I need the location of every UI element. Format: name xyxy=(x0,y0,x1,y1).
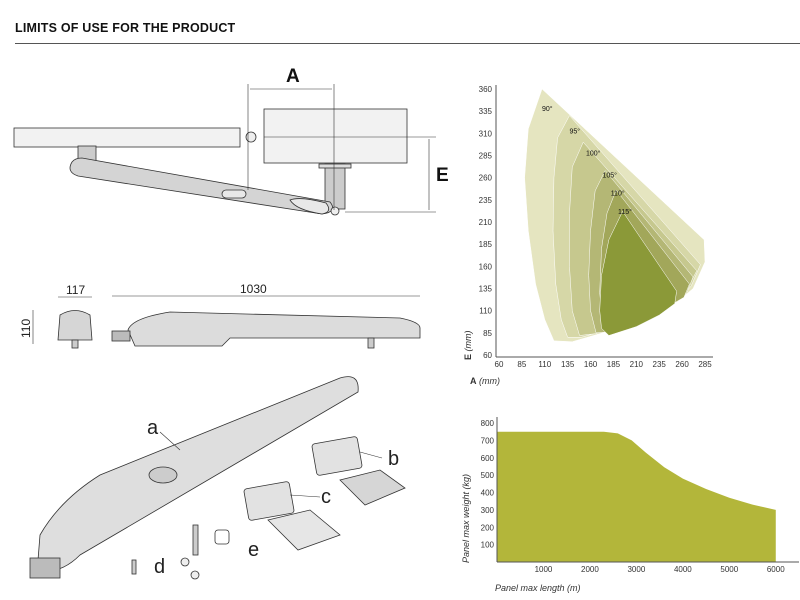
height-110-label: 110 xyxy=(19,319,33,338)
y-tick-label: 200 xyxy=(481,523,495,532)
width-117-label: 117 xyxy=(66,283,85,297)
y-tick-label: 500 xyxy=(481,471,495,480)
part-a-label: a xyxy=(147,417,159,439)
x-tick-label: 2000 xyxy=(581,565,599,574)
y-tick-label: 285 xyxy=(479,152,493,161)
x-axis-label: A (mm) xyxy=(470,376,500,386)
x-tick-label: 6000 xyxy=(767,565,785,574)
part-e-label: e xyxy=(248,539,259,561)
region-100deg xyxy=(569,141,698,336)
part-b-label: b xyxy=(388,448,399,470)
x-tick-label: 1000 xyxy=(535,565,553,574)
title-divider xyxy=(15,43,800,44)
region-110deg xyxy=(599,189,690,331)
x-tick-label: 210 xyxy=(630,360,644,369)
y-tick-label: 110 xyxy=(479,307,492,316)
y-tick-label: 600 xyxy=(481,454,495,463)
y-tick-label: 700 xyxy=(481,436,495,445)
x-tick-label: 4000 xyxy=(674,565,692,574)
region-105deg xyxy=(588,170,694,334)
y-tick-label: 160 xyxy=(479,262,493,271)
angle-label: 90° xyxy=(542,105,553,113)
y-tick-label: 135 xyxy=(479,285,493,294)
side-view xyxy=(111,295,421,349)
dimension-A-label: A xyxy=(286,66,300,87)
y-tick-label: 235 xyxy=(479,196,493,205)
part-d-label: d xyxy=(154,556,165,578)
x-tick-label: 185 xyxy=(607,360,621,369)
dimension-E-label: E xyxy=(436,165,449,186)
angle-label: 105° xyxy=(602,172,617,180)
y-tick-label: 260 xyxy=(479,174,493,183)
x-tick-label: 260 xyxy=(675,360,689,369)
y-tick-label: 310 xyxy=(479,129,493,138)
x-tick-label: 60 xyxy=(495,360,504,369)
x-tick-label: 3000 xyxy=(627,565,645,574)
y-tick-label: 185 xyxy=(479,240,493,249)
angle-label: 95° xyxy=(569,127,580,135)
exploded-parts-view xyxy=(29,376,406,580)
angle-label: 110° xyxy=(611,189,625,197)
length-1030-label: 1030 xyxy=(240,282,267,296)
y-tick-label: 800 xyxy=(481,419,495,428)
installation-plan-view xyxy=(13,84,436,216)
y-axis-label: Panel max weight (kg) xyxy=(461,474,471,563)
region-95deg xyxy=(552,115,701,338)
y-tick-label: 210 xyxy=(479,218,493,227)
x-tick-label: 110 xyxy=(538,360,551,369)
angle-label: 100° xyxy=(586,150,601,158)
y-tick-label: 100 xyxy=(481,541,495,550)
x-tick-label: 235 xyxy=(653,360,667,369)
y-tick-label: 85 xyxy=(483,329,492,338)
page-title: LIMITS OF USE FOR THE PRODUCT xyxy=(15,21,236,35)
end-view xyxy=(32,296,93,349)
region-90deg xyxy=(524,88,706,342)
x-tick-label: 285 xyxy=(698,360,712,369)
x-tick-label: 5000 xyxy=(720,565,738,574)
product-drawings: A E 117 110 1030 a b c d e xyxy=(13,66,449,580)
weight-area xyxy=(497,431,776,562)
y-tick-label: 400 xyxy=(481,489,495,498)
part-c-label: c xyxy=(321,486,331,508)
y-axis-label: E (mm) xyxy=(463,330,473,360)
x-tick-label: 160 xyxy=(584,360,598,369)
y-tick-label: 360 xyxy=(479,85,493,94)
x-tick-label: 135 xyxy=(561,360,575,369)
y-tick-label: 335 xyxy=(479,107,493,116)
x-tick-label: 85 xyxy=(517,360,526,369)
y-tick-label: 60 xyxy=(483,351,492,360)
y-tick-label: 300 xyxy=(481,506,495,515)
x-axis-label: Panel max length (m) xyxy=(495,583,581,593)
region-115deg xyxy=(599,210,677,336)
angle-label: 115° xyxy=(618,208,632,216)
